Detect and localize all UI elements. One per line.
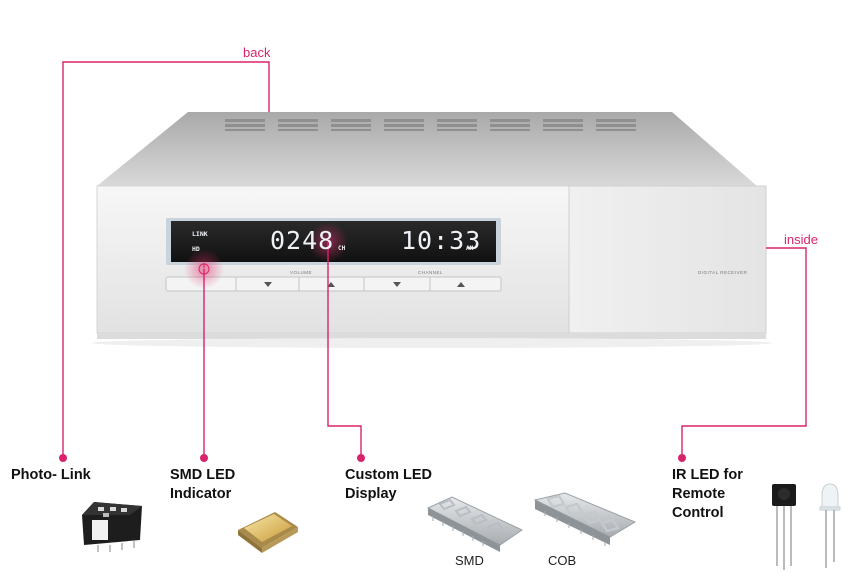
cob-display-component xyxy=(533,492,637,546)
brand-label: DIGITAL RECEIVER xyxy=(698,270,748,275)
channel-label: CHANNEL xyxy=(418,270,444,275)
lcd-link-text: LINK xyxy=(192,230,208,238)
callout-lines xyxy=(62,61,807,458)
volume-up-icon[interactable] xyxy=(327,282,335,287)
volume-label: VOLUME xyxy=(290,270,313,275)
lcd-time: 10:33 xyxy=(401,226,482,255)
ir-led-label-line1: IR LED for xyxy=(672,467,743,483)
channel-up-icon[interactable] xyxy=(457,282,465,287)
lcd-channel-unit: CH xyxy=(338,245,346,252)
button-strip xyxy=(165,276,502,292)
smd-led-label-line1: SMD LED xyxy=(170,467,236,483)
lcd-channel-number: 0248 xyxy=(270,226,335,255)
ir-led-component xyxy=(819,483,841,568)
custom-led-label-line2: Display xyxy=(345,486,397,502)
smd-led-component xyxy=(238,512,298,553)
callout-inside: inside xyxy=(784,232,818,247)
photo-link-label: Photo- Link xyxy=(11,466,91,485)
callout-dots xyxy=(59,454,686,462)
channel-down-icon[interactable] xyxy=(393,282,401,287)
lcd-hd-text: HD xyxy=(192,245,200,253)
smd-led-label: SMD LED Indicator xyxy=(170,466,235,504)
device-top xyxy=(97,112,757,186)
custom-led-label: Custom LED Display xyxy=(345,466,432,504)
device-base xyxy=(97,333,766,339)
photo-link-component xyxy=(82,502,142,552)
top-vents xyxy=(225,119,636,131)
callout-back: back xyxy=(243,45,271,60)
ir-led-label: IR LED for Remote Control xyxy=(672,466,743,523)
cob-type-label: COB xyxy=(548,553,577,568)
photo-link-label-line1: Photo- Link xyxy=(11,467,91,483)
lcd-time-unit: AM xyxy=(466,245,474,252)
smd-display-component xyxy=(426,496,524,552)
ir-led-label-line2: Remote xyxy=(672,486,726,502)
ir-receiver-component xyxy=(772,484,796,570)
ir-led-label-line3: Control xyxy=(672,505,724,521)
custom-led-label-line1: Custom LED xyxy=(345,467,432,483)
volume-down-icon[interactable] xyxy=(264,282,272,287)
device-door xyxy=(568,185,767,334)
smd-led-label-line2: Indicator xyxy=(170,486,232,502)
smd-type-label: SMD xyxy=(455,553,484,568)
